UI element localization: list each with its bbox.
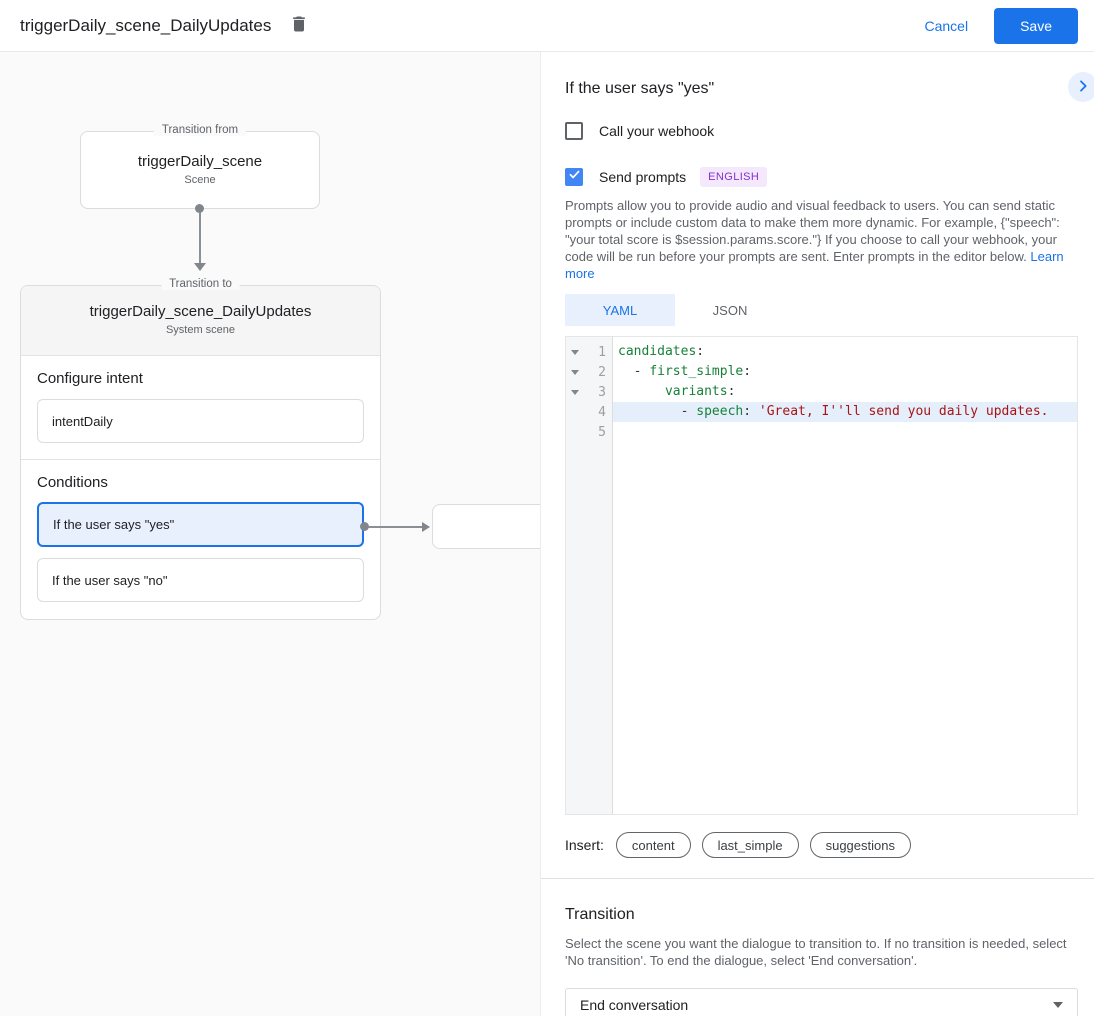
connector-dot	[195, 204, 204, 213]
scene-flow-canvas: Transition from triggerDaily_scene Scene…	[0, 52, 541, 1016]
call-webhook-label: Call your webhook	[599, 123, 715, 139]
delete-scene-button[interactable]	[289, 14, 309, 37]
to-scene-title: triggerDaily_scene_DailyUpdates	[89, 303, 312, 320]
transition-heading: Transition	[565, 906, 635, 923]
node-next-clipped[interactable]	[432, 504, 540, 549]
editor-code-area[interactable]: candidates: - first_simple: variants: - …	[613, 337, 1077, 814]
condition-detail-panel: If the user says "yes" Call your webhook…	[541, 52, 1094, 1016]
editor-format-tabs: YAML JSON	[565, 294, 1078, 326]
line-number: 4	[598, 404, 606, 420]
prompt-code-editor[interactable]: 1 2 3 4 5 candidates: - first_simple: va…	[565, 336, 1078, 815]
section-divider	[541, 878, 1094, 879]
detail-title: If the user says "yes"	[565, 80, 715, 97]
collapse-panel-button[interactable]	[1068, 72, 1094, 102]
transition-select-value: End conversation	[580, 997, 689, 1013]
intent-field[interactable]: intentDaily	[37, 399, 364, 443]
trash-icon	[289, 14, 309, 37]
transition-to-badge: Transition to	[161, 278, 240, 290]
topbar: triggerDaily_scene_DailyUpdates Cancel S…	[0, 0, 1094, 52]
prompts-description-text: Prompts allow you to provide audio and v…	[565, 198, 1060, 264]
scene-card-header: triggerDaily_scene_DailyUpdates System s…	[21, 286, 380, 356]
connector-line-vertical	[199, 212, 201, 264]
transition-select[interactable]: End conversation	[565, 988, 1078, 1016]
editor-gutter: 1 2 3 4 5	[566, 337, 613, 814]
learn-more-link[interactable]: Learn more	[565, 249, 1064, 281]
tab-yaml[interactable]: YAML	[565, 294, 675, 326]
language-badge: ENGLISH	[700, 167, 768, 187]
code-line-4-active: - speech: 'Great, I''ll send you daily u…	[613, 402, 1077, 422]
cancel-button[interactable]: Cancel	[924, 17, 969, 34]
send-prompts-label: Send prompts	[599, 169, 687, 185]
fold-arrow-icon[interactable]	[571, 389, 579, 395]
insert-chip-content[interactable]: content	[615, 832, 691, 858]
line-number: 5	[598, 424, 606, 440]
send-prompts-checkbox[interactable]	[565, 168, 583, 186]
arrow-down-icon	[194, 263, 206, 271]
from-scene-title: triggerDaily_scene	[137, 153, 263, 170]
code-line-2: - first_simple:	[618, 364, 752, 379]
conditions-heading: Conditions	[37, 474, 108, 491]
insert-chip-last-simple[interactable]: last_simple	[701, 832, 799, 858]
node-transition-to: Transition to triggerDaily_scene_DailyUp…	[20, 278, 381, 620]
line-number: 1	[598, 344, 606, 360]
connector-dot	[360, 522, 369, 531]
insert-chip-suggestions[interactable]: suggestions	[809, 832, 911, 858]
condition-item-yes[interactable]: If the user says "yes"	[37, 502, 364, 547]
insert-label: Insert:	[565, 837, 604, 853]
from-scene-subtitle: Scene	[184, 174, 216, 186]
tab-json[interactable]: JSON	[675, 294, 785, 326]
connector-line-horizontal	[368, 526, 424, 528]
page-title: triggerDaily_scene_DailyUpdates	[20, 15, 272, 35]
configure-intent-section: Configure intent intentDaily	[21, 356, 380, 459]
chevron-right-icon	[1075, 78, 1091, 97]
fold-arrow-icon[interactable]	[571, 369, 579, 375]
prompts-description: Prompts allow you to provide audio and v…	[565, 197, 1078, 282]
arrow-right-icon	[422, 522, 430, 532]
code-line-5	[613, 422, 1077, 442]
fold-arrow-icon[interactable]	[571, 349, 579, 355]
line-number: 2	[598, 364, 606, 380]
node-transition-from[interactable]: Transition from triggerDaily_scene Scene	[80, 124, 320, 209]
code-line-3: variants:	[664, 384, 736, 399]
dropdown-caret-icon	[1053, 1002, 1063, 1008]
save-button[interactable]: Save	[994, 7, 1078, 44]
transition-description: Select the scene you want the dialogue t…	[565, 936, 1067, 968]
to-scene-subtitle: System scene	[165, 324, 236, 336]
configure-intent-heading: Configure intent	[37, 370, 143, 387]
condition-item-no[interactable]: If the user says "no"	[37, 558, 364, 602]
call-webhook-checkbox[interactable]	[565, 122, 583, 140]
code-line-1: candidates:	[618, 344, 705, 359]
checkmark-icon	[568, 168, 581, 186]
conditions-section: Conditions If the user says "yes" If the…	[21, 459, 380, 618]
transition-from-badge: Transition from	[153, 124, 247, 136]
line-number: 3	[598, 384, 606, 400]
